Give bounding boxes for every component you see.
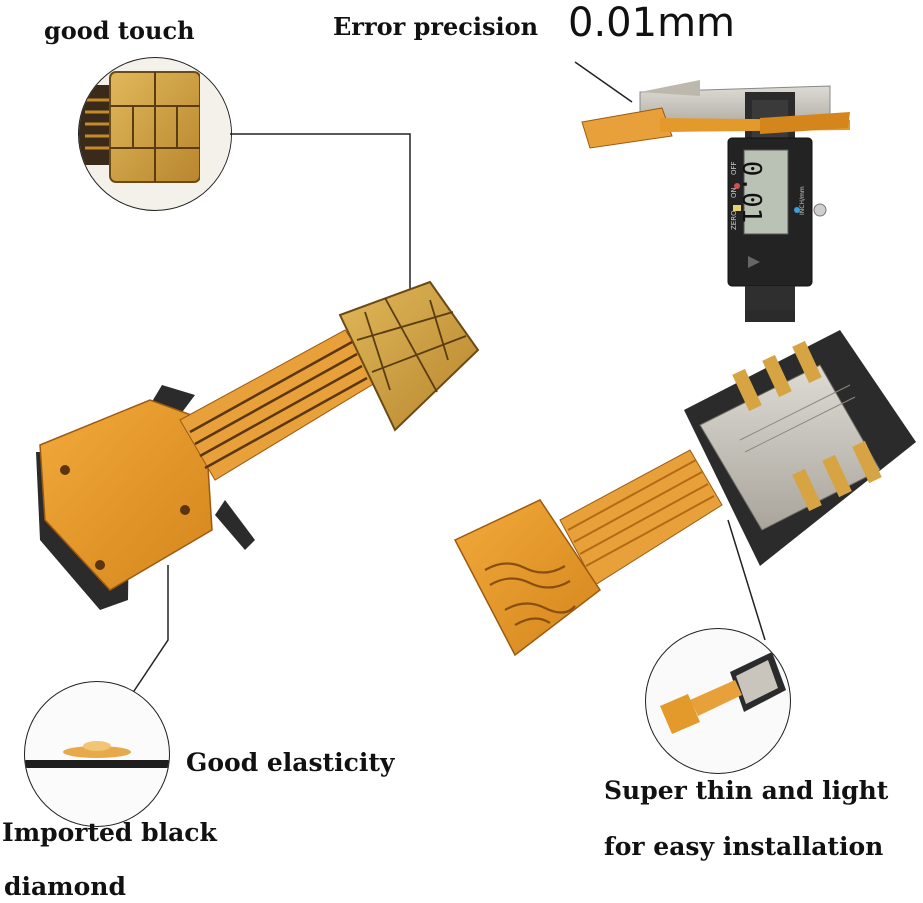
contact-closeup	[78, 57, 232, 211]
caliper-display-value: 0.01	[736, 161, 766, 224]
caliper-off-label: OFF	[730, 161, 738, 175]
caliper-button-blue	[794, 207, 800, 213]
imported-black-label-line1: Imported black	[2, 818, 217, 847]
caliper-photo: 0.01 OFF ON ZERO INCH/mm	[574, 61, 850, 322]
caliper-button-red	[734, 183, 740, 189]
good-touch-label: good touch	[44, 16, 195, 45]
callout-line-bottom	[127, 565, 169, 701]
sim-adapter-left	[36, 280, 480, 610]
super-thin-label-line1: Super thin and light	[604, 776, 889, 805]
good-elasticity-label: Good elasticity	[186, 748, 395, 777]
callout-line-right	[727, 519, 766, 641]
caliper-on-label: ON	[730, 187, 738, 198]
precision-value: 0.01mm	[568, 0, 735, 46]
caliper-button-yellow	[733, 205, 741, 211]
super-thin-label-line2: for easy installation	[604, 832, 884, 861]
sim-adapter-right	[453, 330, 916, 657]
error-precision-label: Error precision	[333, 12, 539, 41]
caliper-thumbwheel	[813, 203, 827, 217]
caliper-inch-label: INCH/mm	[799, 186, 806, 215]
thin-closeup	[645, 628, 791, 774]
callout-line-top	[230, 133, 411, 290]
imported-black-label-line2: diamond	[4, 872, 126, 901]
caliper-zero-label: ZERO	[730, 210, 738, 230]
elasticity-closeup	[24, 681, 170, 827]
